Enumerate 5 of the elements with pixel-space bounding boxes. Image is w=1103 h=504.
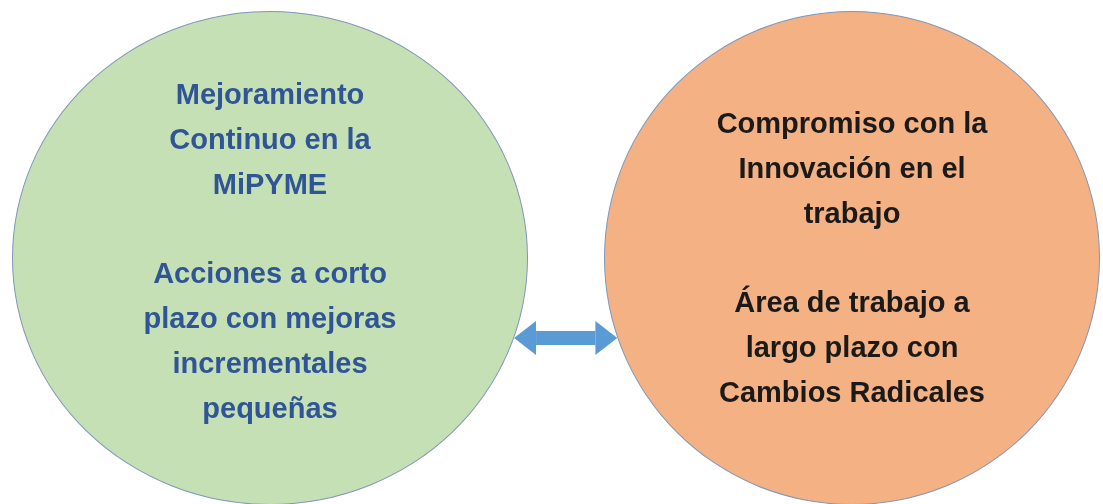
- circle-description: Acciones a corto plazo con mejoras incrementales pequeñas: [142, 255, 398, 426]
- circle-description: Área de trabajo a largo plazo con Cambios Radicales: [718, 284, 986, 410]
- circle-heading: Mejoramiento Continuo en la MiPYME: [168, 76, 372, 202]
- double-arrow: [514, 321, 618, 355]
- circle-heading: Compromiso con la Innovación en el trabajo: [715, 106, 989, 231]
